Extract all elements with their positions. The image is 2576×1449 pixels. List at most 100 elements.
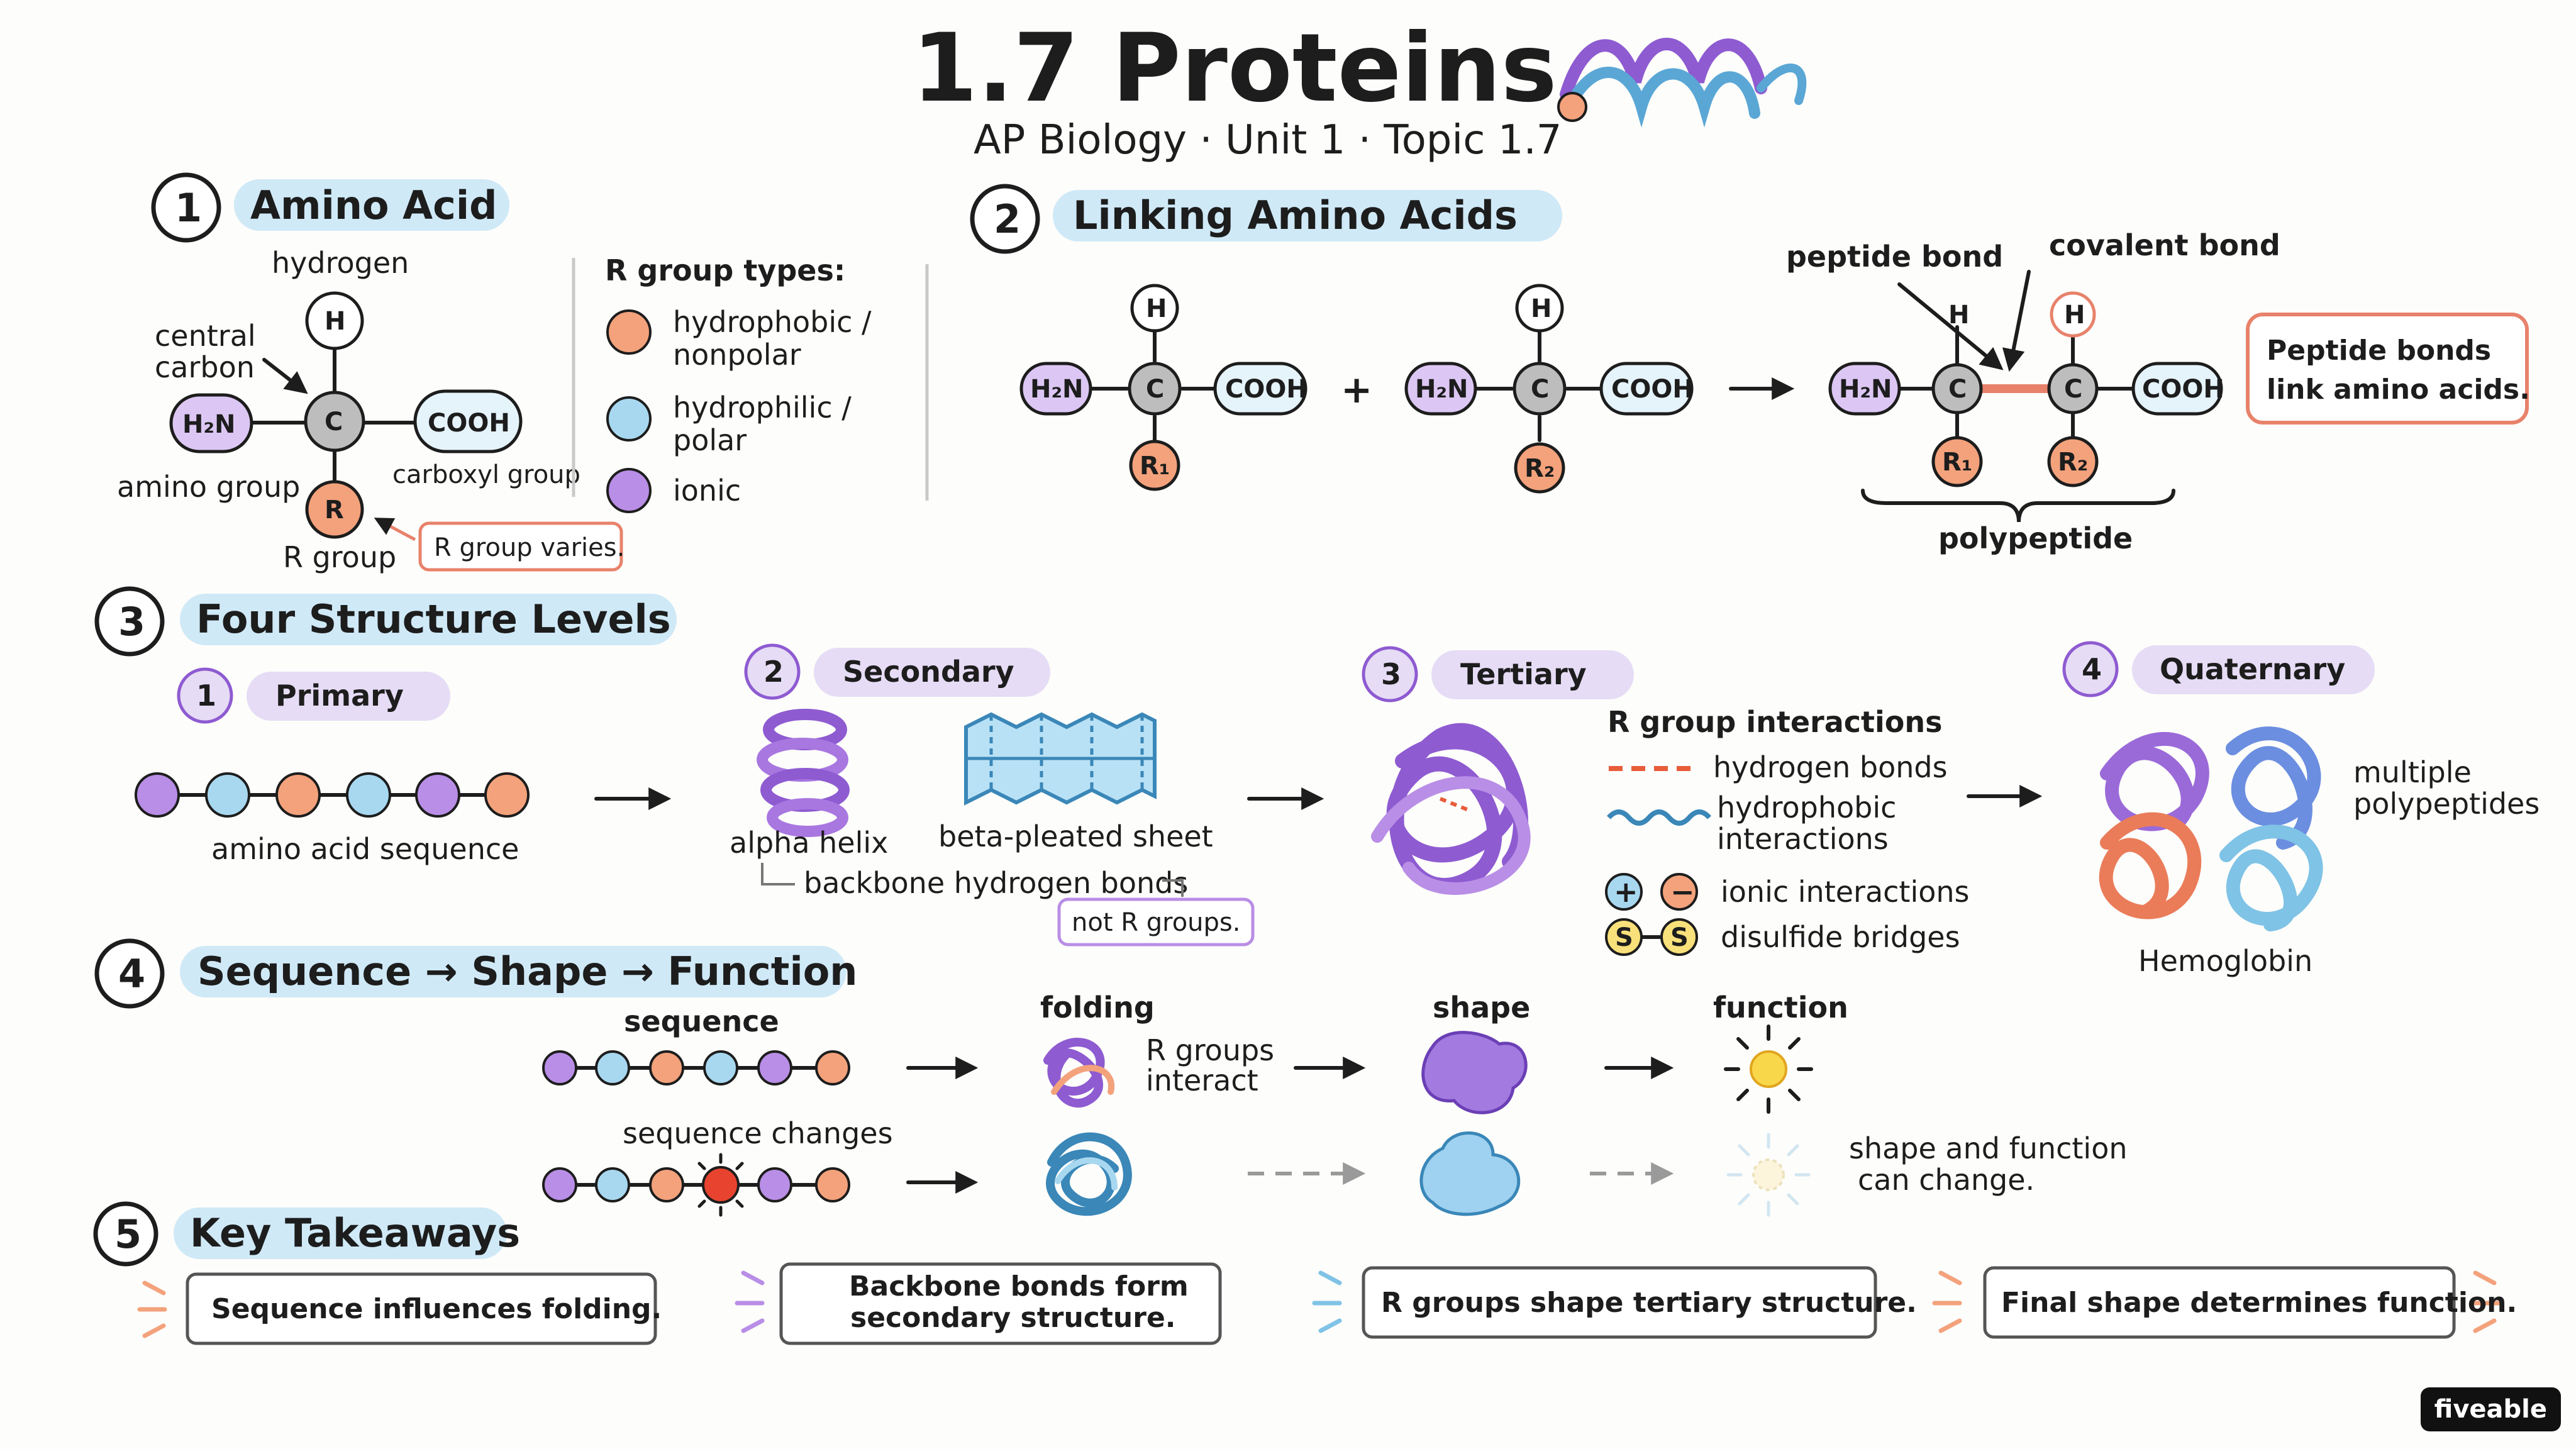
atom-label: C [1531, 375, 1549, 404]
central-carbon-label: central [155, 319, 256, 353]
purple-swatch-icon [606, 468, 652, 513]
faded-sun-icon [1726, 1133, 1811, 1217]
section-title: Key Takeaways [190, 1210, 520, 1256]
ion-plus: + [1614, 875, 1638, 909]
r-type-line1: ionic [673, 474, 741, 508]
peptide-bond-label: peptide bond [1786, 240, 2003, 274]
amino-acid-bead [703, 1050, 738, 1085]
sequence-chain [542, 1050, 850, 1085]
hydrogen-atom [1515, 284, 1564, 333]
page-title: 1.7 Proteins [912, 14, 1557, 123]
amino-acid-bead [346, 772, 391, 818]
amino-acid-molecule: H C H₂N COOH R₁ [1019, 284, 1307, 491]
hydrophobic-label-2: interactions [1717, 822, 1889, 856]
atom-label: H [1948, 301, 1969, 330]
r-group-atom [2047, 436, 2099, 487]
atom-label: R₂ [1524, 454, 1555, 483]
minus-ion-icon [1660, 873, 1698, 911]
takeaway-card: Final shape determines function. [1932, 1266, 2517, 1339]
orange-swatch-icon [606, 309, 652, 355]
carbon-atom [1513, 362, 1567, 416]
shape-label: shape [1433, 991, 1530, 1024]
takeaway-box [1362, 1266, 1877, 1339]
hydrogen-atom [2050, 291, 2096, 338]
shape-blob-icon [1421, 1031, 1528, 1114]
carboxyl-group-atom [1213, 362, 1307, 416]
atom-label: H [2064, 301, 2085, 330]
backbone-bonds-label: backbone hydrogen bonds [804, 866, 1188, 900]
peptide-note-line1: Peptide bonds [2267, 335, 2491, 367]
atom-label: H [1531, 294, 1552, 323]
hydrophobic-label-1: hydrophobic [1717, 791, 1896, 824]
takeaway-box [186, 1272, 657, 1345]
changed-sequence-chain [542, 1153, 850, 1217]
level-number-badge [177, 667, 233, 724]
sequence-changes-label: sequence changes [623, 1116, 893, 1150]
amino-acid-bead [415, 772, 460, 818]
tertiary-fold-icon [1371, 723, 1531, 895]
amino-acid-bead [757, 1167, 792, 1202]
section-title-pill [174, 1208, 507, 1259]
carboxyl-group-atom [1599, 362, 1694, 416]
r-type-line1: hydrophobic / [673, 305, 872, 339]
change-label-2: can change. [1858, 1163, 2035, 1197]
amino-acid-bead [542, 1050, 577, 1085]
section-title-pill [180, 594, 677, 645]
takeaway-box [1983, 1266, 2456, 1339]
amino-acid-bead [815, 1050, 850, 1085]
amino-group-atom-label: H₂N [182, 410, 235, 439]
level-primary: 1 Primary amino acid sequence [135, 667, 530, 866]
atom-label: COOH [2142, 375, 2224, 404]
blue-swatch-icon [606, 396, 652, 441]
atom-label: R₁ [1140, 452, 1170, 480]
amino-group-atom [1404, 362, 1477, 416]
plus-ion-icon [1605, 873, 1643, 911]
takeaway-card: Sequence influences folding. [137, 1272, 662, 1345]
section-number-badge [93, 1201, 158, 1267]
amino-group-label: amino group [117, 470, 300, 504]
section-number: 5 [114, 1211, 142, 1257]
section-title: Sequence → Shape → Function [197, 948, 857, 994]
interactions-title: R group interactions [1607, 705, 1943, 739]
sparkle-icon [137, 1280, 167, 1338]
hydrogen-label: hydrogen [272, 246, 409, 280]
carbon-atom [2047, 363, 2099, 414]
section-title-pill [180, 946, 847, 997]
amino-acid-bead [595, 1050, 630, 1085]
amino-acid-bead [649, 1050, 684, 1085]
hydrophobic-wave-icon [1607, 809, 1711, 826]
r-type-line2: polar [673, 423, 747, 457]
amino-acid-molecule: H C H₂N COOH R₂ [1404, 284, 1694, 494]
fiveable-logo[interactable]: fiveable [2420, 1387, 2561, 1431]
r-type-line1: hydrophilic / [673, 391, 852, 425]
section-number: 3 [118, 599, 145, 645]
page-subtitle: AP Biology · Unit 1 · Topic 1.7 [974, 117, 1562, 164]
hbond-label: hydrogen bonds [1713, 750, 1948, 784]
section-number: 2 [994, 196, 1021, 242]
r-type-item: hydrophobic / nonpolar [606, 305, 872, 372]
hydrogen-atom [305, 291, 364, 350]
ion-minus: − [1670, 875, 1695, 909]
r-group-atom [1514, 442, 1565, 494]
peptide-bond-arrow [1897, 282, 2004, 370]
carbon-atom [304, 391, 365, 452]
level-number: 1 [196, 679, 216, 713]
sparkle-icon [735, 1270, 765, 1333]
amino-acid-bead [815, 1167, 850, 1202]
plus-sign: + [1341, 368, 1372, 412]
level-number: 2 [763, 655, 784, 689]
r-group-atom [1931, 436, 1983, 487]
amino-acid-bead [542, 1167, 577, 1202]
sulfur-icon [1660, 918, 1698, 956]
amino-acid-bead [135, 772, 180, 818]
section-number-badge [94, 586, 165, 657]
carboxyl-group-atom-label: COOH [428, 409, 510, 438]
aa-sequence-label: amino acid sequence [211, 832, 519, 866]
atom-label: COOH [1611, 375, 1694, 404]
ionic-label: ionic interactions [1721, 875, 1970, 909]
r-varies-arrow [374, 518, 416, 541]
level-title: Tertiary [1460, 657, 1587, 691]
section-number: 4 [118, 951, 145, 997]
level-number-badge [2062, 641, 2119, 697]
misfolded-icon [1046, 1132, 1132, 1216]
